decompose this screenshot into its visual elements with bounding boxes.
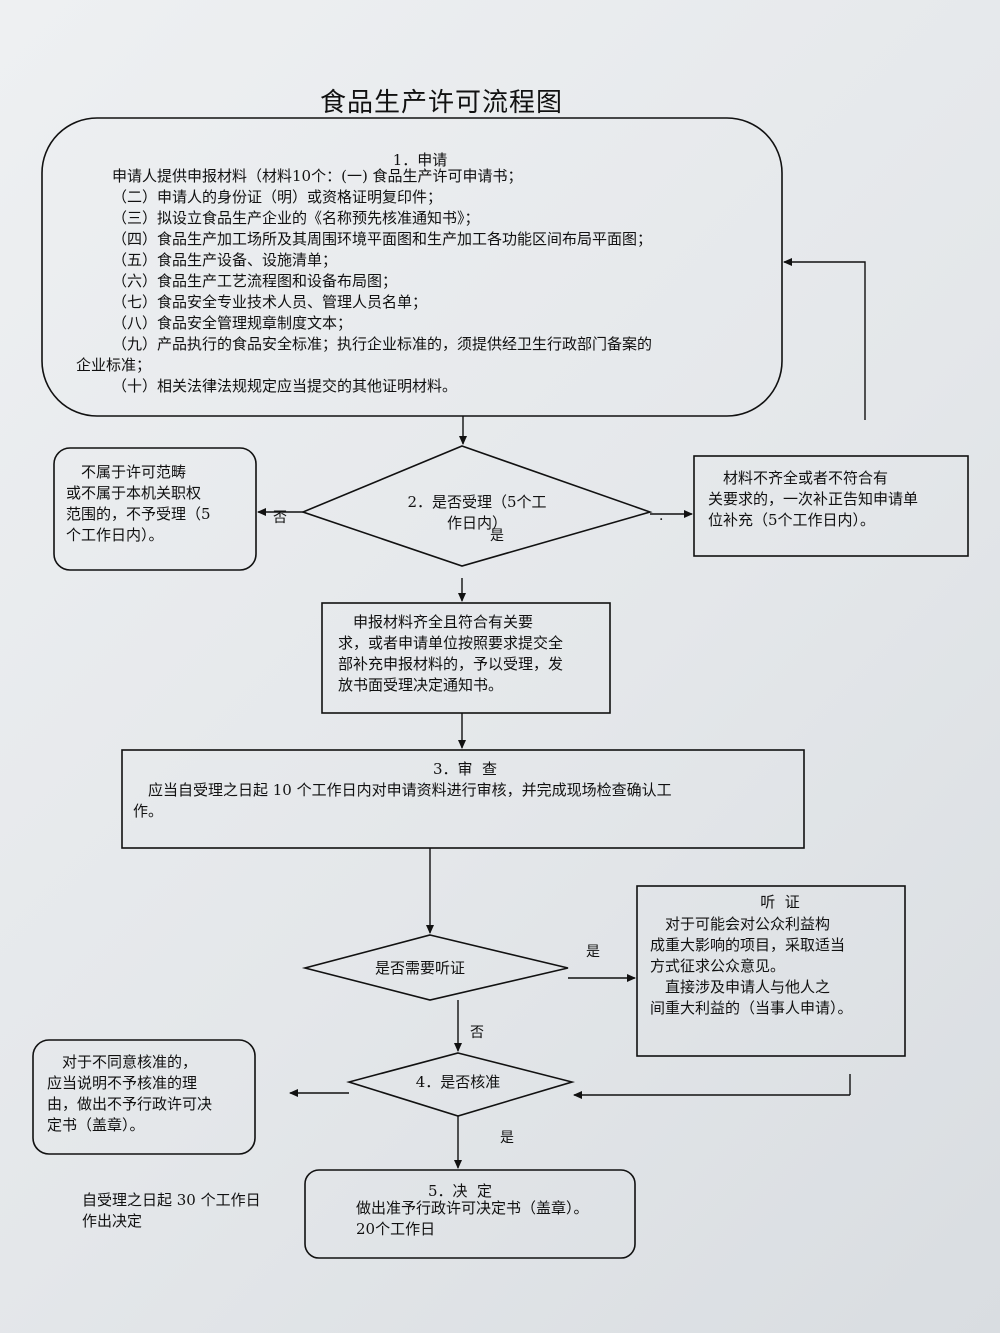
- step1-line: （八）食品安全管理规章制度文本；: [112, 314, 353, 332]
- hearing-yes-label: 是: [586, 944, 600, 960]
- approval-reject-text: 对于不同意核准的， 应当说明不予核准的理 由，做出不予行政许可决 定书（盖章）。: [47, 1053, 213, 1134]
- decision-heading: 5．决 定: [427, 1182, 493, 1200]
- accept-text: 申报材料齐全且符合有关要 求，或者申请单位按照要求提交全 部补充申报材料的，予以…: [338, 613, 564, 694]
- step1-line: 申请人提供申报材料（材料10个：(一) 食品生产许可申请书；: [112, 167, 523, 185]
- hearing-box-heading: 听 证: [760, 893, 800, 911]
- hearing-decision-label: 是否需要听证: [374, 959, 465, 977]
- step1-line: （五）食品生产设备、设施清单；: [112, 251, 338, 269]
- review-text: 应当自受理之日起 10 个工作日内对申请资料进行审核，并完成现场检查确认工 作。: [133, 781, 672, 820]
- review-box: [121, 749, 805, 849]
- approval-reject-box: [32, 1039, 256, 1155]
- step1-heading: 1．申请: [392, 151, 448, 169]
- step1-box: [41, 117, 783, 417]
- decision-box: [304, 1169, 636, 1259]
- approval-yes-label: 是: [500, 1130, 514, 1146]
- hearing-no-label: 否: [470, 1025, 484, 1041]
- decision-text: 做出准予行政许可决定书（盖章）。 20个工作日: [356, 1199, 589, 1238]
- step1-line: （十）相关法律法规规定应当提交的其他证明材料。: [112, 377, 458, 395]
- step1-line: （四）食品生产加工场所及其周围环境平面图和生产加工各功能区间布局平面图；: [112, 230, 653, 248]
- arrow-supplement-back: [783, 258, 866, 420]
- hearing-box-text: 对于可能会对公众利益构 成重大影响的项目，采取适当 方式征求公众意见。 直接涉及…: [650, 915, 853, 1017]
- supplement-box: [693, 455, 969, 557]
- step1-line: （二）申请人的身份证（明）或资格证明复印件；: [112, 188, 443, 206]
- acceptance-no-label: 否: [273, 510, 287, 526]
- hearing-decision: [301, 934, 569, 1001]
- step1-line: （七）食品安全专业技术人员、管理人员名单；: [112, 293, 428, 311]
- step1-line: （九）产品执行的食品安全标准；执行企业标准的，须提供经卫生行政部门备案的: [112, 335, 653, 353]
- acceptance-decision: [300, 445, 653, 567]
- step1-line: （三）拟设立食品生产企业的《名称预先核准通知书》；: [112, 209, 480, 227]
- approval-decision-label: 4．是否核准: [415, 1073, 501, 1091]
- reject-text: 不属于许可范畴 或不属于本机关职权 范围的，不予受理（5 个工作日内）。: [66, 463, 211, 544]
- page-title: 食品生产许可流程图: [320, 88, 564, 118]
- supplement-text: 材料不齐全或者不符合有 关要求的，一次补正告知申请单 位补充（5个工作日内）。: [708, 469, 919, 529]
- acceptance-yes-label: 是: [490, 528, 504, 544]
- acceptance-dot: ·: [659, 512, 664, 528]
- step1-line: 企业标准；: [76, 356, 152, 374]
- acceptance-decision-label: 2．是否受理（5个工 作日内）: [407, 493, 547, 532]
- hearing-box: [636, 885, 906, 1057]
- deadline-note: 自受理之日起 30 个工作日 作出决定: [82, 1191, 261, 1230]
- reject-box: [53, 447, 257, 571]
- accept-box: [321, 602, 611, 714]
- review-heading: 3．审 查: [432, 760, 498, 778]
- step1-line: （六）食品生产工艺流程图和设备布局图；: [112, 272, 398, 290]
